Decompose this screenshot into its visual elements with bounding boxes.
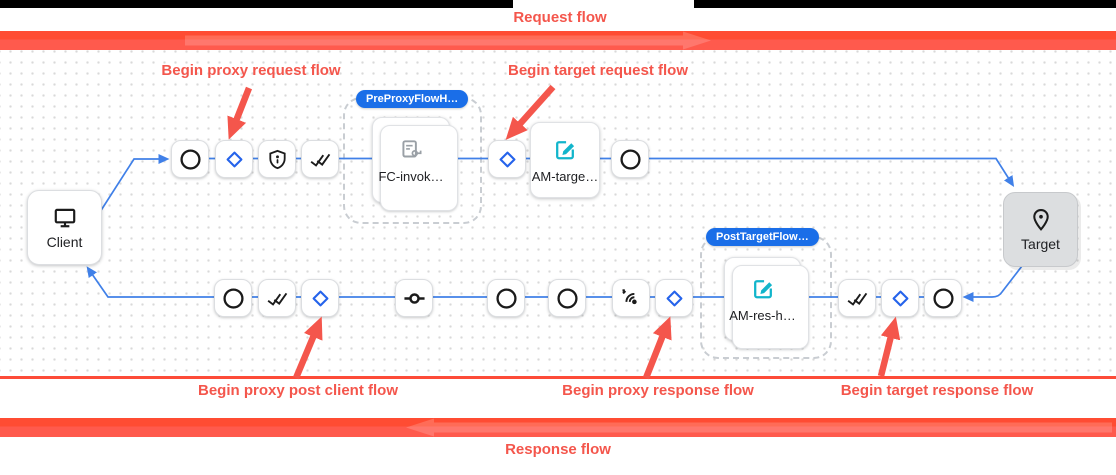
done-all-icon [267,292,287,306]
request-flow-arrow [185,31,711,50]
step-node-done-all-response[interactable] [258,279,296,317]
policy-card-label: AM-res-h… [729,307,796,323]
client-node[interactable]: Client [27,190,102,265]
circle-step-icon [556,287,578,309]
request-flow-title: Request flow [513,9,607,26]
step-node-request-start[interactable] [171,140,209,178]
broadcast-icon [621,288,637,304]
policy-card-label: FC-invok… [378,168,444,184]
annotation-begin-proxy-response-flow: Begin proxy response flow [562,382,754,399]
response-flow-title: Response flow [505,441,611,458]
flow-callout-icon [402,139,422,157]
step-node-commit[interactable] [395,279,433,317]
circle-step-icon [222,287,244,309]
circle-step-icon [179,148,201,170]
top-border-bar-left [0,0,513,8]
step-node-response-step-1[interactable] [487,279,525,317]
step-node-target-response-condition[interactable] [881,279,919,317]
step-node-broadcast[interactable] [612,279,650,317]
response-flow-arrow [406,418,1112,437]
condition-diamond-icon [312,290,328,306]
request-flow-band [0,31,1116,50]
pre-proxy-flow-badge[interactable]: PreProxyFlowH… [356,90,469,108]
condition-diamond-icon [892,290,908,306]
edit-square-icon [753,279,772,298]
circle-step-icon [932,287,954,309]
step-node-done-all-target-response[interactable] [838,279,876,317]
target-node[interactable]: Target [1003,192,1078,267]
client-label: Client [46,234,83,250]
condition-diamond-icon [666,290,682,306]
shield-icon [268,149,286,169]
step-node-response-step-2[interactable] [548,279,586,317]
annotation-begin-target-request-flow: Begin target request flow [507,62,689,79]
policy-card-fc-invoke[interactable]: FC-invok… [372,117,458,211]
commit-icon [403,292,425,304]
condition-diamond-icon [499,151,515,167]
target-label: Target [1021,236,1060,252]
annotation-begin-proxy-post-client-flow: Begin proxy post client flow [197,382,399,399]
edit-square-icon [556,140,575,159]
flow-editor-canvas[interactable] [0,50,1116,376]
step-node-target-request-condition[interactable] [488,140,526,178]
step-node-security[interactable] [258,140,296,178]
step-node-done-all[interactable] [301,140,339,178]
response-flow-band [0,418,1116,437]
top-border-bar-right [694,0,1116,8]
monitor-icon [54,208,75,228]
step-node-request-end[interactable] [611,140,649,178]
done-all-icon [310,153,330,167]
location-pin-icon [1032,209,1049,231]
step-node-post-client-end[interactable] [214,279,252,317]
post-target-flow-badge[interactable]: PostTargetFlow… [706,228,819,246]
step-node-response-start[interactable] [924,279,962,317]
circle-step-icon [495,287,517,309]
policy-card-am-target[interactable]: AM-targe… [530,122,600,198]
circle-step-icon [619,148,641,170]
step-node-post-client-condition[interactable] [301,279,339,317]
step-node-proxy-response-condition[interactable] [655,279,693,317]
done-all-icon [847,292,867,306]
condition-diamond-icon [226,151,242,167]
annotation-begin-proxy-request-flow: Begin proxy request flow [161,62,341,79]
step-node-proxy-request-condition[interactable] [215,140,253,178]
canvas-bottom-red-line [0,376,1116,379]
policy-card-am-response[interactable]: AM-res-h… [724,257,809,349]
annotation-begin-target-response-flow: Begin target response flow [840,382,1034,399]
policy-card-label: AM-targe… [531,168,599,184]
